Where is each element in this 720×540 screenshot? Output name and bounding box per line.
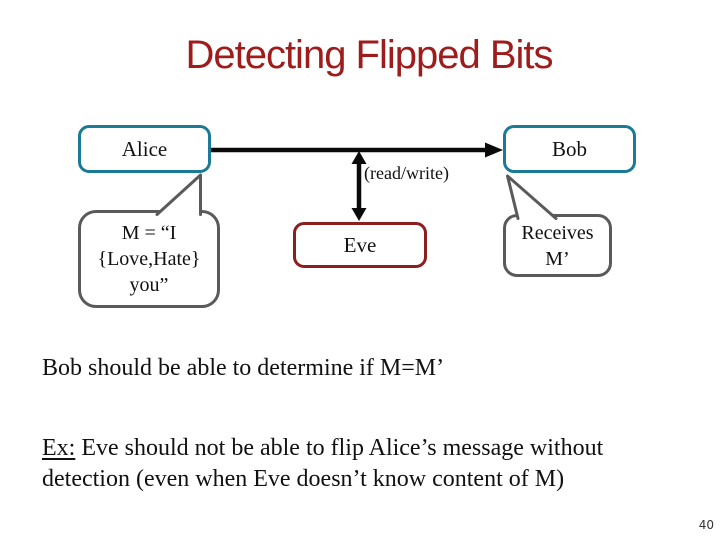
eve-box: Eve <box>293 222 427 268</box>
channel-label: (read/write) <box>364 163 449 183</box>
alice-label: Alice <box>121 136 168 161</box>
statement-text: Bob should be able to determine if M=M’ <box>42 355 444 382</box>
bob-callout-line: M’ <box>545 248 570 270</box>
bob-callout: Receives M’ <box>503 214 612 277</box>
example-line2: detection (even when Eve doesn’t know co… <box>42 466 565 492</box>
bob-label: Bob <box>551 136 587 161</box>
alice-callout: M = “I {Love,Hate} you” <box>78 210 220 308</box>
bob-box: Bob <box>503 125 636 173</box>
example-line1: Eve should not be able to flip Alice’s m… <box>75 435 604 461</box>
example-text: Ex: Eve should not be able to flip Alice… <box>42 433 702 495</box>
alice-callout-tail <box>155 173 202 216</box>
channel-arrowhead-icon <box>485 142 503 158</box>
alice-callout-line: M = “I <box>121 222 177 244</box>
slide-title: Detecting Flipped Bits <box>185 33 553 77</box>
bob-callout-line: Receives <box>521 222 594 244</box>
eve-label: Eve <box>343 232 377 257</box>
bob-callout-tail <box>506 174 558 220</box>
eve-tap-arrowhead-down-icon <box>351 208 367 221</box>
alice-callout-line: {Love,Hate} <box>97 248 201 270</box>
alice-box: Alice <box>78 125 211 173</box>
statement-line: Bob should be able to determine if M=M’ <box>42 355 445 381</box>
alice-callout-line: you” <box>129 274 169 296</box>
example-prefix: Ex: <box>42 435 76 461</box>
page-number: 40 <box>698 518 714 532</box>
